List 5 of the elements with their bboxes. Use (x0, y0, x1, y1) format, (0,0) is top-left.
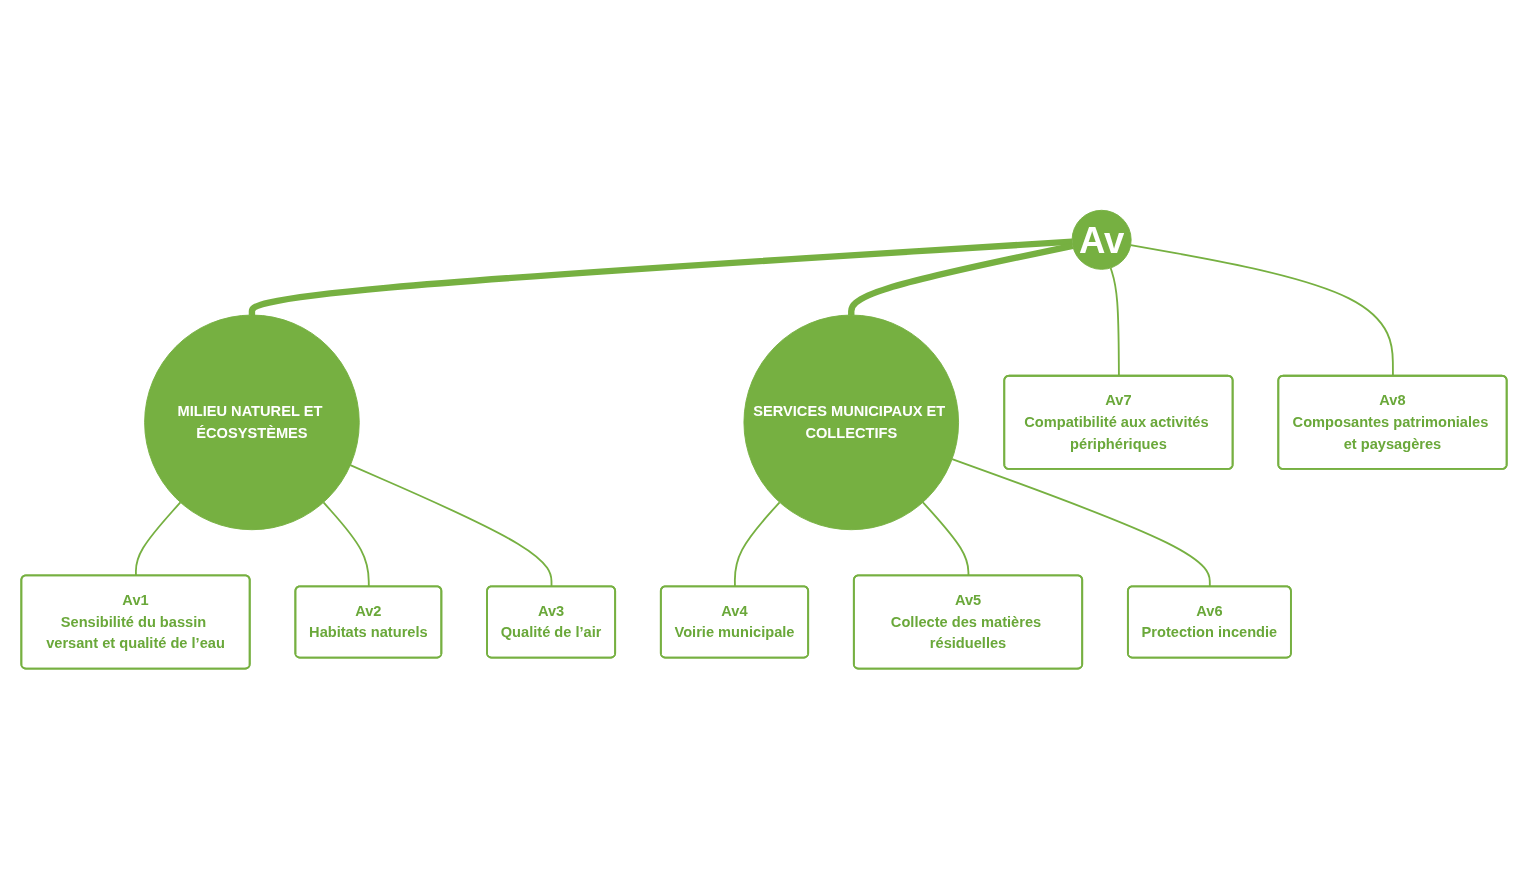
connector (1109, 266, 1120, 377)
node-circle: Av (1071, 209, 1132, 270)
node-circle: MILIEU NATUREL ET ÉCOSYSTÈMES (144, 314, 360, 530)
connector (1129, 243, 1394, 377)
node-circle: SERVICES MUNICIPAUX ET COLLECTIFS (743, 314, 960, 530)
